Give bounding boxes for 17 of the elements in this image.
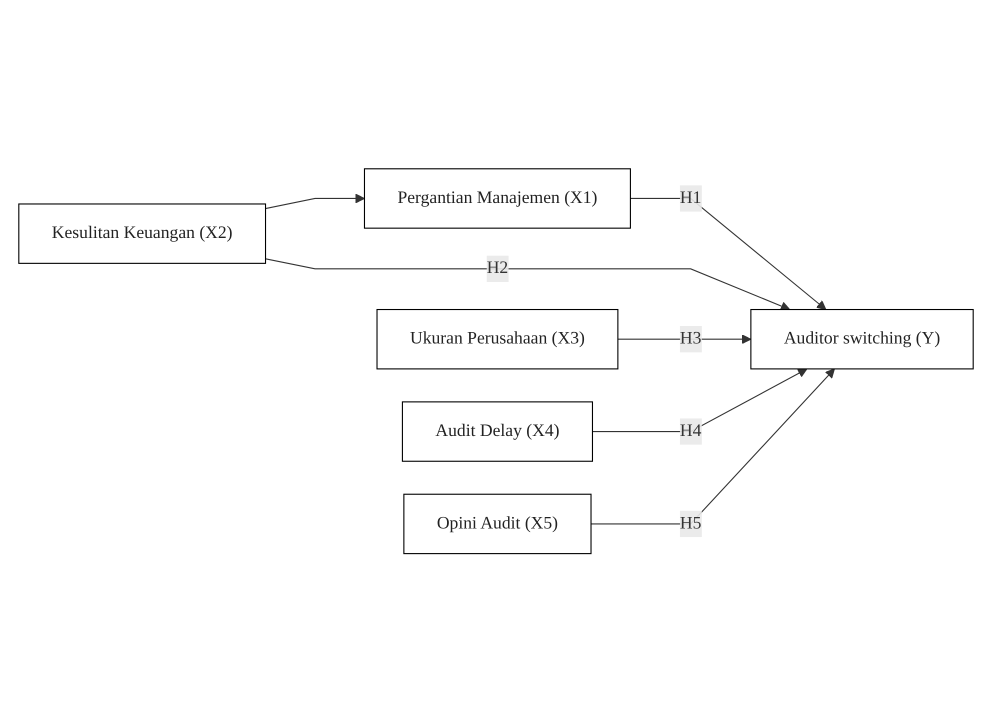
edge-label: H3 (680, 330, 702, 348)
edge-label: H1 (680, 188, 702, 208)
arrow (592, 368, 808, 432)
arrow (265, 194, 365, 210)
arrow (630, 198, 826, 310)
node-box (364, 168, 631, 230)
node-box (750, 309, 974, 370)
node-box (376, 309, 618, 370)
arrow (591, 368, 835, 525)
edge-label: H5 (680, 514, 702, 534)
node-box (18, 204, 266, 264)
node-box (402, 402, 594, 462)
edge-label: H4 (680, 422, 702, 441)
edge-label: H2 (486, 259, 508, 278)
diagram: H1 H2 H3 H4 H5 Pergantian Manajemen (X1) Kesulitan Keuangan (X2) Ukuran Perusahaan (X3) Audit Delay (X4) Opini Audit (X5) Auditor switching (Y) (10, 160, 982, 563)
arrow (265, 258, 790, 311)
node-box (403, 494, 592, 554)
